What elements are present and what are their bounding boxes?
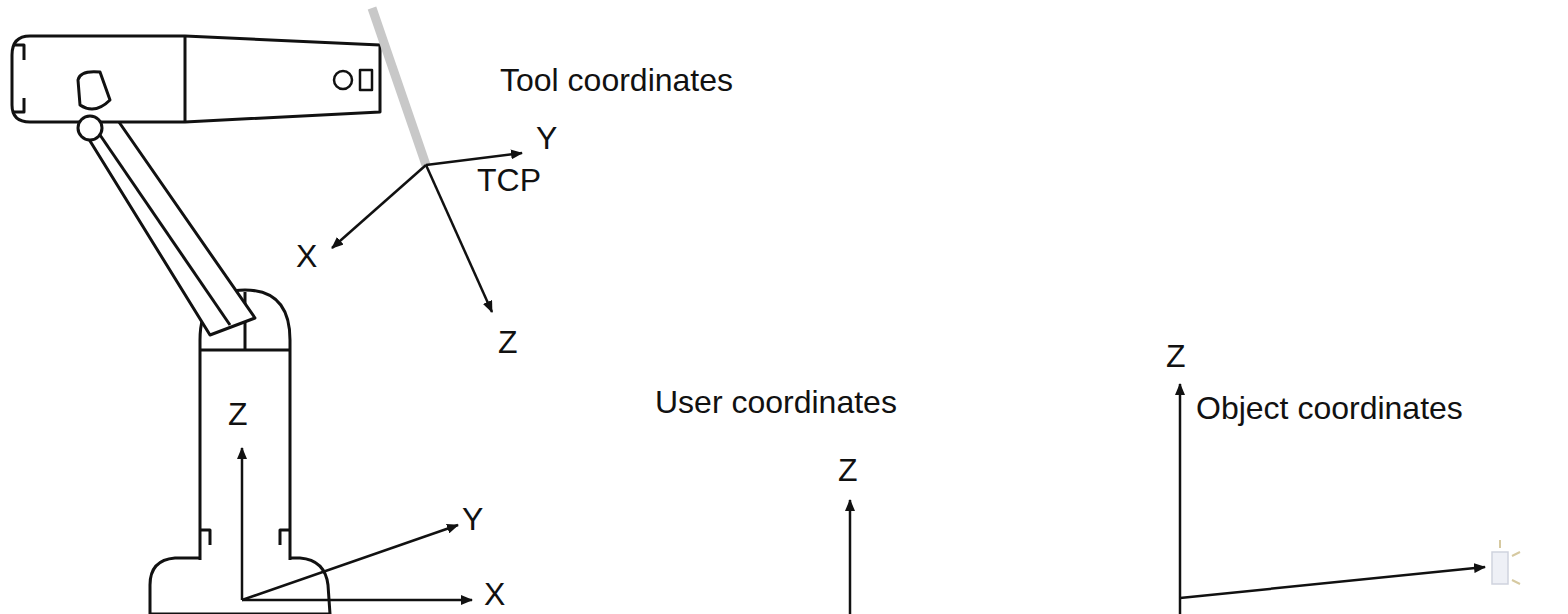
upper-arm	[82, 112, 255, 335]
panel-title: Object coordinates	[1196, 392, 1463, 424]
axis-label: X	[296, 240, 317, 272]
tool	[372, 8, 426, 165]
robot-base	[150, 558, 330, 614]
user-z-axis	[849, 500, 852, 614]
axis-label: Z	[498, 326, 518, 358]
base-y-axis	[242, 525, 458, 600]
object-z-axis	[1179, 384, 1182, 614]
axis-label: X	[484, 578, 505, 610]
axis-label: Y	[536, 122, 557, 154]
object-y-axis	[1180, 567, 1485, 598]
panel-title: User coordinates	[655, 386, 897, 418]
forearm	[12, 36, 380, 122]
axis-label: Z	[228, 398, 248, 430]
tool-x-axis	[332, 165, 426, 248]
axis-label: Z	[838, 454, 858, 486]
panel-title: Tool coordinates	[500, 64, 733, 96]
base-z-axis	[241, 448, 244, 600]
base-x-axis	[242, 599, 472, 602]
axis-label: Y	[462, 503, 483, 535]
point-label: TCP	[477, 164, 541, 196]
object-symbol	[1492, 540, 1520, 584]
axis-label: Z	[1166, 340, 1186, 372]
